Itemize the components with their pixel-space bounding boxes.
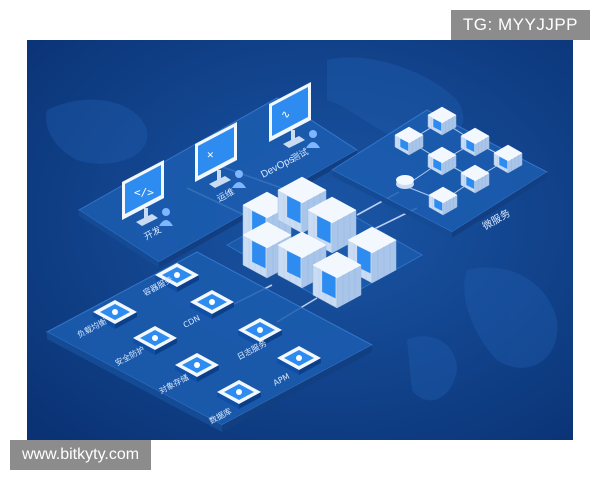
central-cube [347,226,397,284]
service-tile: CDN [182,290,234,330]
microservice-cube [428,186,458,216]
devops-platform-side [79,210,159,268]
microservice-icon [433,118,442,131]
service-tile: 数据库 [207,380,261,426]
microservice-icon [499,156,508,169]
microservice-node [396,175,414,189]
service-icon [287,250,301,279]
microservice-cubes [394,106,523,216]
microservices-platform-side [452,172,547,238]
microservice-cube [394,126,424,156]
watermark-website: www.bitkyty.com [10,440,152,470]
services-platform-side [222,345,372,432]
service-tile: 容器服务 [141,263,199,298]
microservice-icon [466,139,475,152]
services-platform-side [47,332,222,432]
central-cube [312,251,362,309]
microservice-icon [434,198,443,211]
microservice-cube [427,106,457,136]
central-cube-cluster [242,176,397,309]
microservice-icon [433,158,442,171]
watermark-telegram: TG: MYYJJPP [450,10,590,40]
microservice-icon [466,176,475,189]
tools-icon: ✕ [207,148,214,161]
service-icon [287,195,301,224]
microservices-platform-side [332,170,452,238]
microservice-icon [400,138,409,151]
service-icon [252,240,266,269]
service-icon [317,215,331,244]
microservice-cube [460,127,490,157]
service-tile: APM [272,346,321,388]
microservice-cube [460,164,490,194]
microservice-cube [427,146,457,176]
code-icon: </> [134,186,154,199]
pulse-icon: ∿ [281,108,290,121]
microservice-cube [493,144,523,174]
service-icon [322,270,336,299]
